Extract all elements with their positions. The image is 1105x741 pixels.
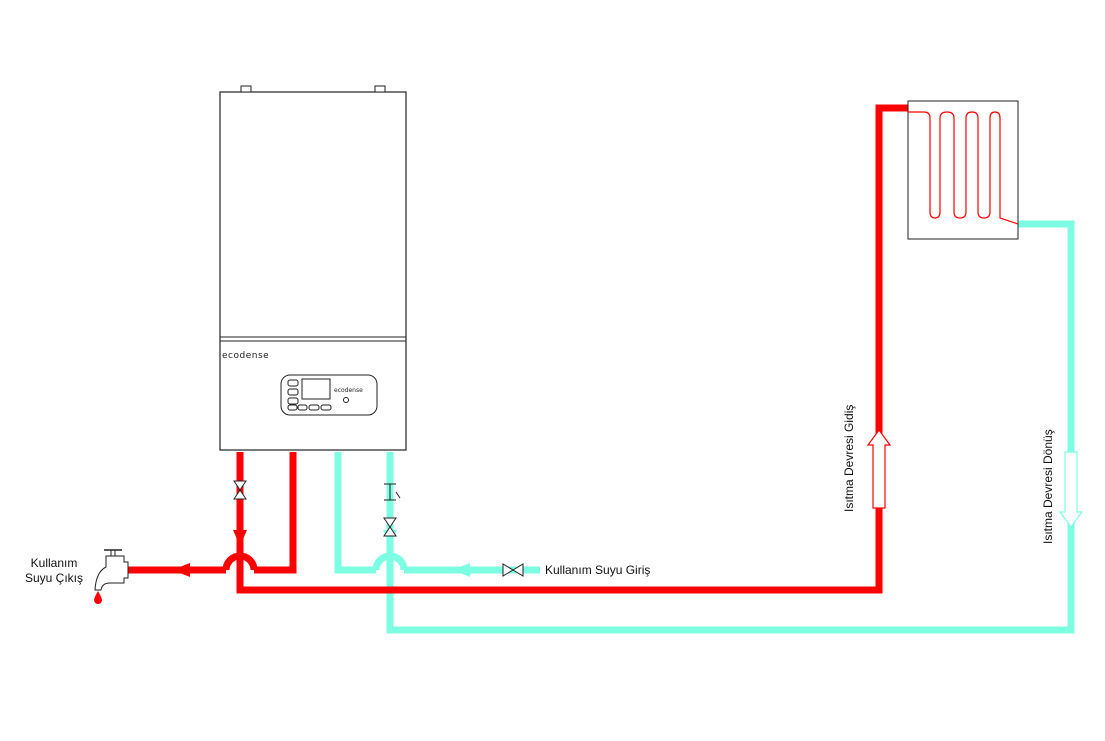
heating-return-pipe [386, 220, 1075, 634]
boiler-brand: ecodense [222, 351, 269, 361]
cold-pipes [334, 220, 1075, 634]
hot-water-out-label-line2: Suyu Çıkış [25, 571, 83, 585]
hot-water-out-label-line1: Kullanım [31, 556, 78, 570]
valve-icon [233, 480, 247, 500]
check-valve-icon [384, 483, 401, 501]
radiator [907, 100, 1019, 240]
display-screen [301, 378, 331, 400]
cold-water-inlet-pipe [334, 452, 376, 574]
control-panel [280, 374, 378, 416]
flow-arrow-down-icon [1058, 451, 1084, 529]
valve-icon [502, 563, 524, 577]
faucet-icon [94, 549, 129, 591]
boiler: ecodense ecodense [219, 85, 407, 451]
cold-water-in-label: Kullanım Suyu Giriş [545, 563, 650, 577]
water-drop-icon [94, 591, 102, 604]
heating-return-label: Isıtma Devresi Dönüş [1041, 429, 1055, 544]
mounting-hook-icon [240, 85, 386, 93]
hot-outlet-crossover [222, 552, 258, 571]
flow-arrow-down-icon [233, 530, 247, 546]
hot-water-outlet-pipe [254, 452, 297, 574]
radiator-coil [908, 111, 1019, 225]
heating-supply-label: Isıtma Devresi Gidiş [842, 405, 856, 512]
panel-brand: ecodense [334, 387, 363, 394]
valve-icon [383, 517, 397, 537]
flow-arrow-up-icon [866, 428, 892, 509]
flow-arrow-left-icon [172, 563, 190, 577]
flow-arrow-left-icon [452, 563, 470, 577]
